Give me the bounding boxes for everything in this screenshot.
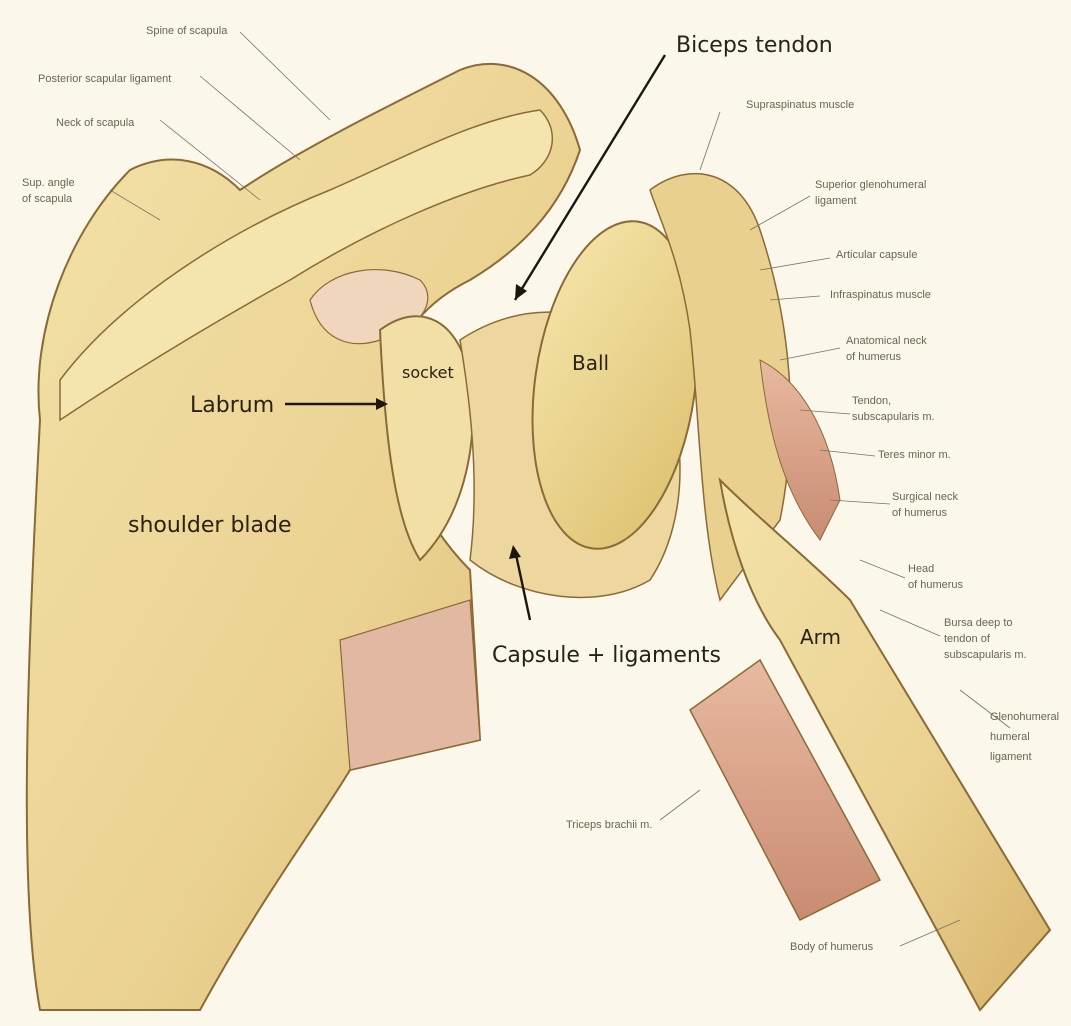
biceps-tendon-label: Biceps tendon <box>676 33 833 58</box>
fine-label: of scapula <box>22 193 73 205</box>
fine-label: Sup. angle <box>22 177 75 189</box>
fine-label: ligament <box>990 751 1032 763</box>
fine-label: Head <box>908 563 934 575</box>
fine-label: Infraspinatus muscle <box>830 289 931 301</box>
labrum-label: Labrum <box>190 393 274 418</box>
fine-label: humeral <box>990 731 1030 743</box>
fine-label: subscapularis m. <box>852 411 935 423</box>
fine-label: of humerus <box>846 351 902 363</box>
fine-label: Tendon, <box>852 395 891 407</box>
fine-label: Superior glenohumeral <box>815 179 926 191</box>
fine-label: ligament <box>815 195 857 207</box>
fine-label: Supraspinatus muscle <box>746 99 854 111</box>
fine-label: Body of humerus <box>790 941 874 953</box>
capsule-ligaments-label: Capsule + ligaments <box>492 643 721 668</box>
arm-label: Arm <box>800 625 841 649</box>
fine-label: of humerus <box>892 507 948 519</box>
fine-label: Glenohumeral <box>990 711 1059 723</box>
fine-label: Surgical neck <box>892 491 959 503</box>
shoulder-blade-label: shoulder blade <box>128 513 292 538</box>
socket-label: socket <box>402 363 454 382</box>
ball-label: Ball <box>572 351 609 375</box>
fine-label: of humerus <box>908 579 964 591</box>
fine-label: Bursa deep to <box>944 617 1013 629</box>
fine-label: Anatomical neck <box>846 335 927 347</box>
fine-label: subscapularis m. <box>944 649 1027 661</box>
fine-label: tendon of <box>944 633 991 645</box>
fine-label: Spine of scapula <box>146 25 228 37</box>
fine-label: Neck of scapula <box>56 117 135 129</box>
fine-label: Triceps brachii m. <box>566 819 652 831</box>
fine-label: Posterior scapular ligament <box>38 73 171 85</box>
fine-label: Teres minor m. <box>878 449 951 461</box>
fine-label: Articular capsule <box>836 249 917 261</box>
